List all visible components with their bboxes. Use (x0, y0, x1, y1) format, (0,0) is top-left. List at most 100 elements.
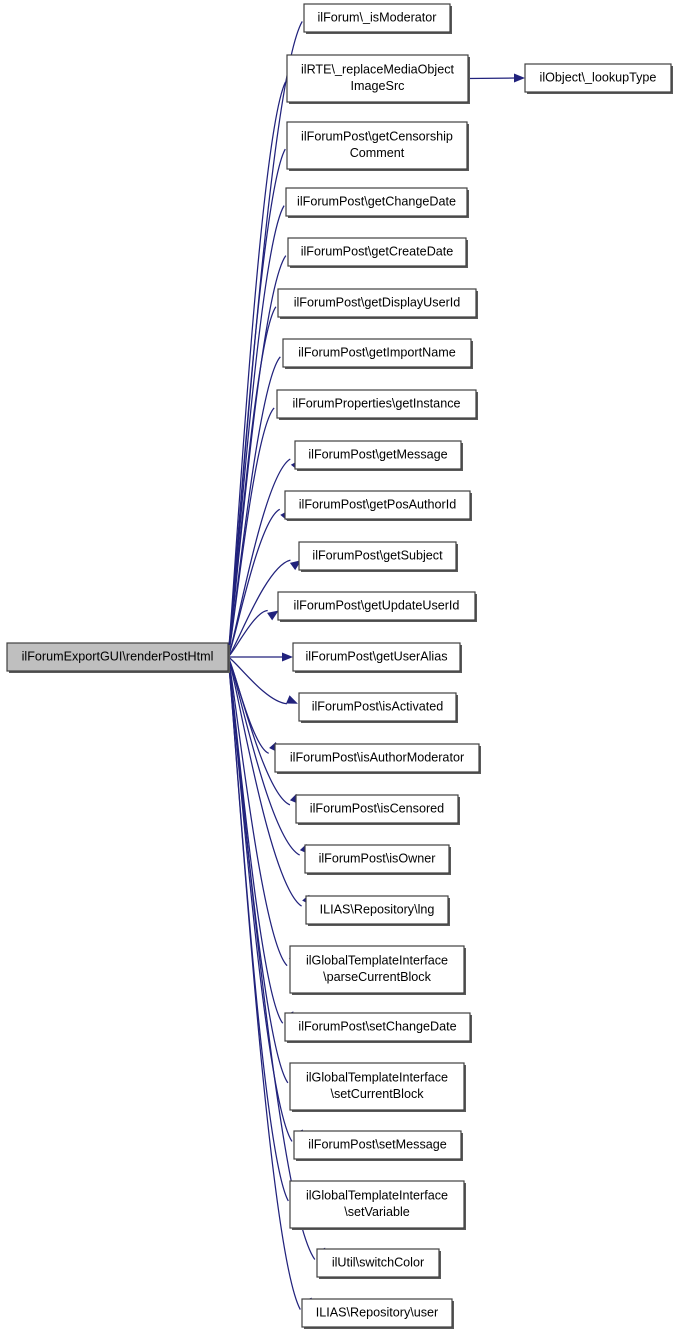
node-label: ilForumPost\isAuthorModerator (290, 750, 464, 764)
node-label: ilForumPost\getPosAuthorId (299, 497, 457, 511)
graph-node[interactable]: ilForumPost\setChangeDate (284, 1012, 472, 1043)
call-edge (227, 508, 281, 658)
node-box[interactable] (293, 1130, 462, 1160)
node-label: ilForumPost\setChangeDate (298, 1019, 456, 1033)
node-box[interactable] (284, 1012, 471, 1042)
node-box[interactable] (277, 288, 477, 318)
node-box[interactable] (277, 591, 476, 621)
node-label: ilForumPost\getDisplayUserId (294, 295, 461, 309)
node-box[interactable] (298, 541, 457, 571)
node-label: ILIAS\Repository\lng (320, 902, 435, 916)
node-label: ilForumPost\getMessage (308, 447, 447, 461)
graph-node[interactable]: ilGlobalTemplateInterface \setVariable (289, 1180, 466, 1230)
node-label: ilForumPost\getUserAlias (305, 649, 447, 663)
arrowhead-icon (267, 610, 279, 621)
call-edge (227, 656, 288, 967)
node-label: \setVariable (344, 1205, 410, 1219)
node-label: ilForumProperties\getInstance (293, 396, 461, 410)
node-label: ilForumPost\isActivated (312, 699, 444, 713)
node-label: ilObject\_lookupType (540, 70, 657, 84)
node-label: ilGlobalTemplateInterface (306, 954, 448, 968)
graph-node[interactable]: ilForumPost\setMessage (293, 1130, 463, 1161)
graph-node[interactable]: ilGlobalTemplateInterface \parseCurrentBl… (289, 945, 466, 995)
node-label: ilForumPost\getImportName (298, 345, 455, 359)
node-box[interactable] (289, 945, 465, 994)
node-label: ilGlobalTemplateInterface (306, 1189, 448, 1203)
graph-node-root[interactable]: ilForumExportGUI\renderPostHtml (6, 642, 230, 673)
graph-node[interactable]: ilForumPost\isOwner (304, 844, 451, 875)
node-layer: ilForumExportGUI\renderPostHtml ilForum\_… (6, 3, 673, 1329)
node-box[interactable] (285, 187, 468, 217)
graph-node[interactable]: ilForumPost\getMessage (294, 440, 463, 471)
node-label: ilGlobalTemplateInterface (306, 1071, 448, 1085)
node-label: ilForumPost\getSubject (312, 548, 443, 562)
node-box[interactable] (305, 895, 449, 925)
graph-node[interactable]: ILIAS\Repository\lng (305, 895, 450, 926)
graph-node[interactable]: ilForumPost\getPosAuthorId (284, 490, 472, 521)
call-edge (227, 407, 275, 658)
graph-node[interactable]: ilUtil\switchColor (316, 1248, 441, 1279)
node-box[interactable] (286, 121, 468, 170)
node-box[interactable] (316, 1248, 440, 1278)
graph-node[interactable]: ilForumPost\isCensored (295, 794, 460, 825)
graph-node[interactable]: ilForumPost\getDisplayUserId (277, 288, 478, 319)
call-edge (227, 656, 302, 907)
node-label: ilRTE\_replaceMediaObject (301, 63, 455, 77)
graph-node[interactable]: ilForumPost\getImportName (282, 338, 473, 369)
node-label: Comment (350, 146, 405, 160)
graph-node[interactable]: ilForumPost\getUpdateUserId (277, 591, 477, 622)
node-box[interactable] (524, 63, 672, 93)
node-box[interactable] (295, 794, 459, 824)
node-box[interactable] (303, 3, 451, 33)
node-box[interactable] (294, 440, 462, 470)
graph-node[interactable]: ilForumPost\getUserAlias (292, 642, 462, 673)
call-edge (227, 656, 293, 1142)
graph-node[interactable]: ilObject\_lookupType (524, 63, 673, 94)
node-box[interactable] (289, 1180, 465, 1229)
graph-node[interactable]: ilForumProperties\getInstance (276, 389, 478, 420)
graph-node[interactable]: ilForumPost\getCreateDate (287, 237, 468, 268)
node-label: ILIAS\Repository\user (316, 1305, 439, 1319)
node-box[interactable] (298, 692, 457, 722)
node-box[interactable] (304, 844, 450, 874)
node-label: ilForumPost\isCensored (310, 801, 444, 815)
node-box[interactable] (287, 237, 467, 267)
call-edge (467, 77, 516, 80)
arrowhead-icon (286, 695, 298, 704)
graph-node[interactable]: ilForumPost\getChangeDate (285, 187, 469, 218)
node-box[interactable] (301, 1298, 453, 1328)
graph-node[interactable]: ilForumPost\isAuthorModerator (274, 743, 481, 774)
node-box[interactable] (284, 490, 471, 520)
call-edge (227, 656, 301, 1310)
call-edge (227, 656, 300, 856)
node-label: ilForum\_isModerator (318, 10, 437, 24)
node-box[interactable] (276, 389, 477, 419)
node-label: ilForumPost\getCreateDate (301, 244, 454, 258)
call-edge (227, 656, 287, 705)
node-label: ilForumPost\setMessage (308, 1137, 447, 1151)
arrowhead-icon (282, 652, 293, 662)
call-edge (227, 559, 291, 658)
node-label: \parseCurrentBlock (323, 970, 431, 984)
node-label: ilForumExportGUI\renderPostHtml (22, 649, 214, 663)
arrowhead-icon (514, 73, 525, 83)
node-box[interactable] (282, 338, 472, 368)
node-label: ilForumPost\getCensorship (301, 130, 453, 144)
call-edge (227, 306, 277, 658)
graph-node[interactable]: ilForum\_isModerator (303, 3, 452, 34)
graph-node[interactable]: ilGlobalTemplateInterface\setCurrentBloc… (289, 1062, 466, 1112)
call-edge (227, 205, 285, 658)
node-box[interactable] (292, 642, 461, 672)
node-label: ilUtil\switchColor (332, 1255, 424, 1269)
node-box[interactable] (6, 642, 229, 672)
node-box[interactable] (289, 1062, 465, 1111)
node-label: ilForumPost\getUpdateUserId (294, 598, 460, 612)
node-box[interactable] (274, 743, 480, 773)
graph-node[interactable]: ilForumPost\isActivated (298, 692, 458, 723)
node-box[interactable] (286, 54, 469, 103)
graph-node[interactable]: ILIAS\Repository\user (301, 1298, 454, 1329)
graph-node[interactable]: ilForumPost\getSubject (298, 541, 458, 572)
